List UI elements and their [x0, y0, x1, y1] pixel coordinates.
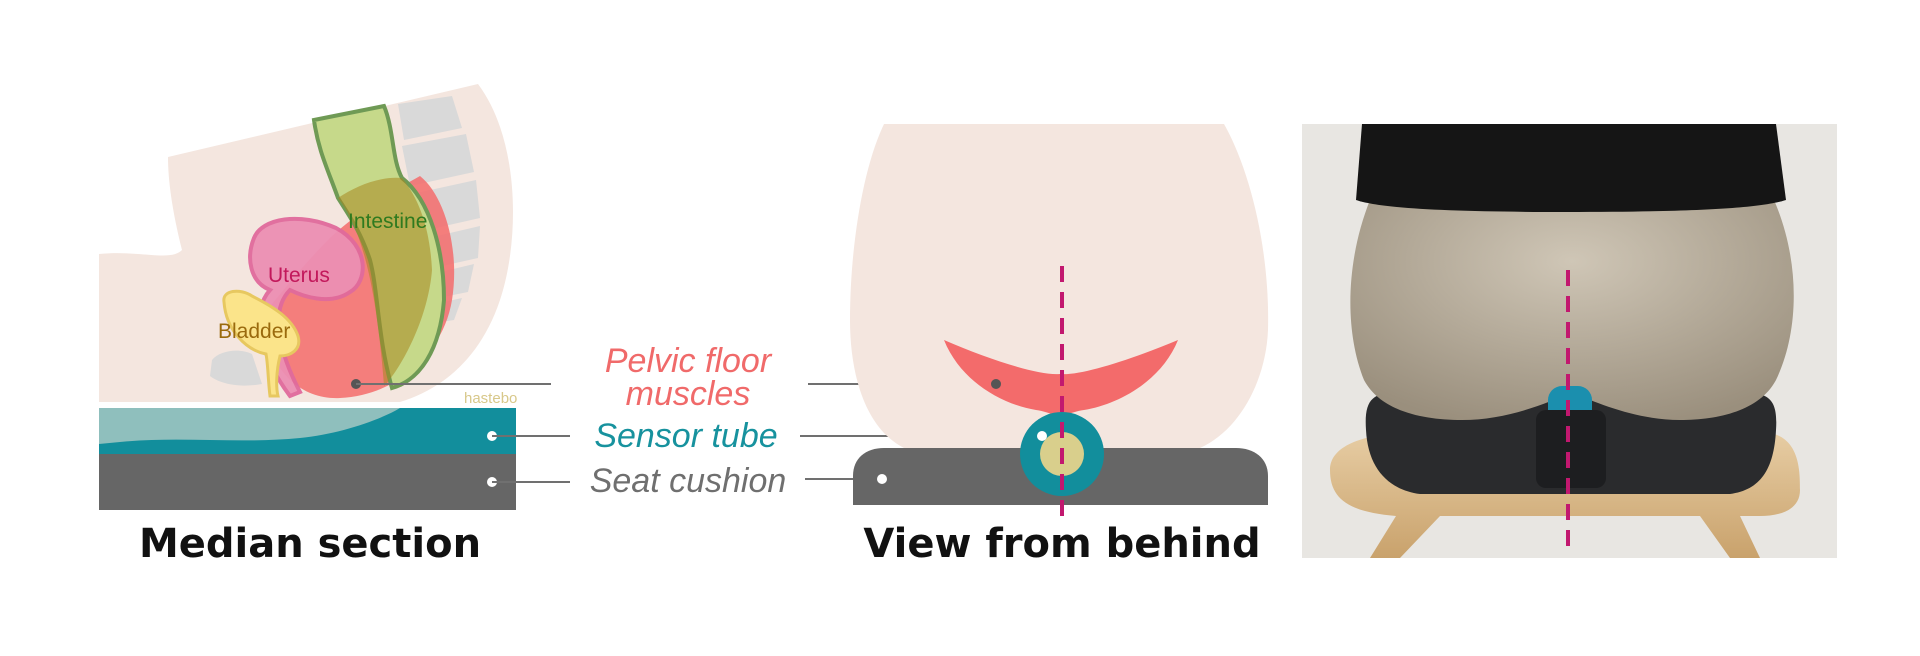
photo-shirt	[1356, 124, 1786, 212]
median-section-panel: Intestine Uterus Bladder hastebo Median …	[99, 84, 517, 567]
behind-view-panel: View from behind	[850, 124, 1269, 567]
watermark: hastebo	[464, 390, 517, 407]
photo-panel	[1302, 124, 1837, 558]
uterus-label: Uterus	[268, 264, 330, 287]
behind-muscle-dot	[991, 379, 1001, 389]
seat-cushion-label: Seat cushion	[590, 462, 787, 500]
view-from-behind-caption: View from behind	[863, 521, 1260, 567]
photo-sensor-housing	[1536, 410, 1606, 488]
callout-group: Pelvic floor muscles Sensor tube Seat cu…	[356, 342, 1042, 500]
buttocks-silhouette	[850, 124, 1269, 448]
bladder-organ	[222, 289, 301, 398]
bladder-label: Bladder	[218, 320, 290, 343]
median-section-caption: Median section	[139, 521, 481, 567]
pelvic-floor-label-line1: Pelvic floor	[605, 342, 773, 380]
pelvic-floor-label-line2: muscles	[626, 375, 751, 413]
behind-cushion-dot	[877, 474, 887, 484]
photo-hips	[1350, 176, 1794, 420]
median-seat-cushion-layer	[99, 454, 516, 510]
sensor-tube-label: Sensor tube	[594, 417, 777, 455]
median-sensor-tube-highlight	[99, 408, 400, 444]
pubic-bone	[210, 350, 262, 386]
intestine-label: Intestine	[348, 210, 427, 233]
behind-sensor-dot	[1037, 431, 1047, 441]
rectum	[338, 177, 432, 386]
